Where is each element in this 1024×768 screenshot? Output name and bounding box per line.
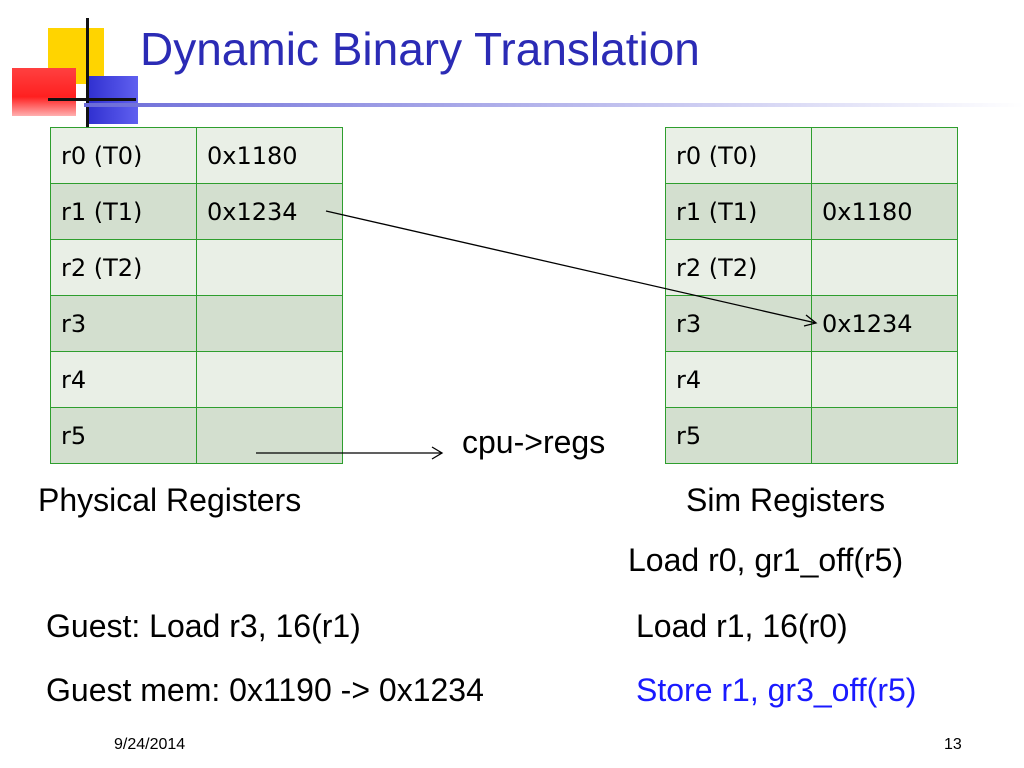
title-underline [84,103,1024,107]
table-row: r0 (T0) [665,127,958,184]
guest-load-instruction: Guest: Load r3, 16(r1) [46,608,361,644]
register-value [196,407,343,464]
table-row: r1 (T1) 0x1180 [665,183,958,240]
translated-store-instruction: Store r1, gr3_off(r5) [636,672,917,708]
register-value [196,295,343,352]
register-name: r3 [665,295,812,352]
register-value [811,239,958,296]
register-value: 0x1180 [196,127,343,184]
register-name: r5 [665,407,812,464]
register-value [811,407,958,464]
slide-logo [0,0,140,130]
logo-red-square [12,68,76,116]
register-name: r5 [50,407,197,464]
register-name: r0 (T0) [50,127,197,184]
sim-registers-label: Sim Registers [686,482,886,518]
physical-registers-table: r0 (T0) 0x1180 r1 (T1) 0x1234 r2 (T2) r3… [50,127,343,464]
cpu-regs-label: cpu->regs [462,424,606,460]
translated-instruction: Load r1, 16(r0) [636,608,848,644]
register-name: r3 [50,295,197,352]
register-value: 0x1234 [811,295,958,352]
register-value: 0x1180 [811,183,958,240]
slide-title: Dynamic Binary Translation [140,23,700,75]
sim-registers-table: r0 (T0) r1 (T1) 0x1180 r2 (T2) r3 0x1234… [665,127,958,464]
register-name: r4 [665,351,812,408]
register-name: r2 (T2) [50,239,197,296]
table-row: r5 [665,407,958,464]
table-row: r4 [50,351,343,408]
register-value: 0x1234 [196,183,343,240]
register-value [811,127,958,184]
table-row: r5 [50,407,343,464]
slide-date: 9/24/2014 [114,736,186,753]
table-row: r4 [665,351,958,408]
guest-memory-note: Guest mem: 0x1190 -> 0x1234 [46,672,484,708]
translated-instruction: Load r0, gr1_off(r5) [628,542,904,578]
register-name: r4 [50,351,197,408]
page-number: 13 [944,736,962,753]
register-name: r1 (T1) [50,183,197,240]
logo-vertical-line [86,18,89,128]
register-value [196,351,343,408]
table-row: r3 0x1234 [665,295,958,352]
table-row: r2 (T2) [50,239,343,296]
register-value [196,239,343,296]
physical-registers-label: Physical Registers [38,482,302,518]
register-name: r0 (T0) [665,127,812,184]
register-name: r1 (T1) [665,183,812,240]
table-row: r1 (T1) 0x1234 [50,183,343,240]
logo-horizontal-line [48,98,136,101]
table-row: r2 (T2) [665,239,958,296]
table-row: r0 (T0) 0x1180 [50,127,343,184]
register-name: r2 (T2) [665,239,812,296]
register-value [811,351,958,408]
table-row: r3 [50,295,343,352]
